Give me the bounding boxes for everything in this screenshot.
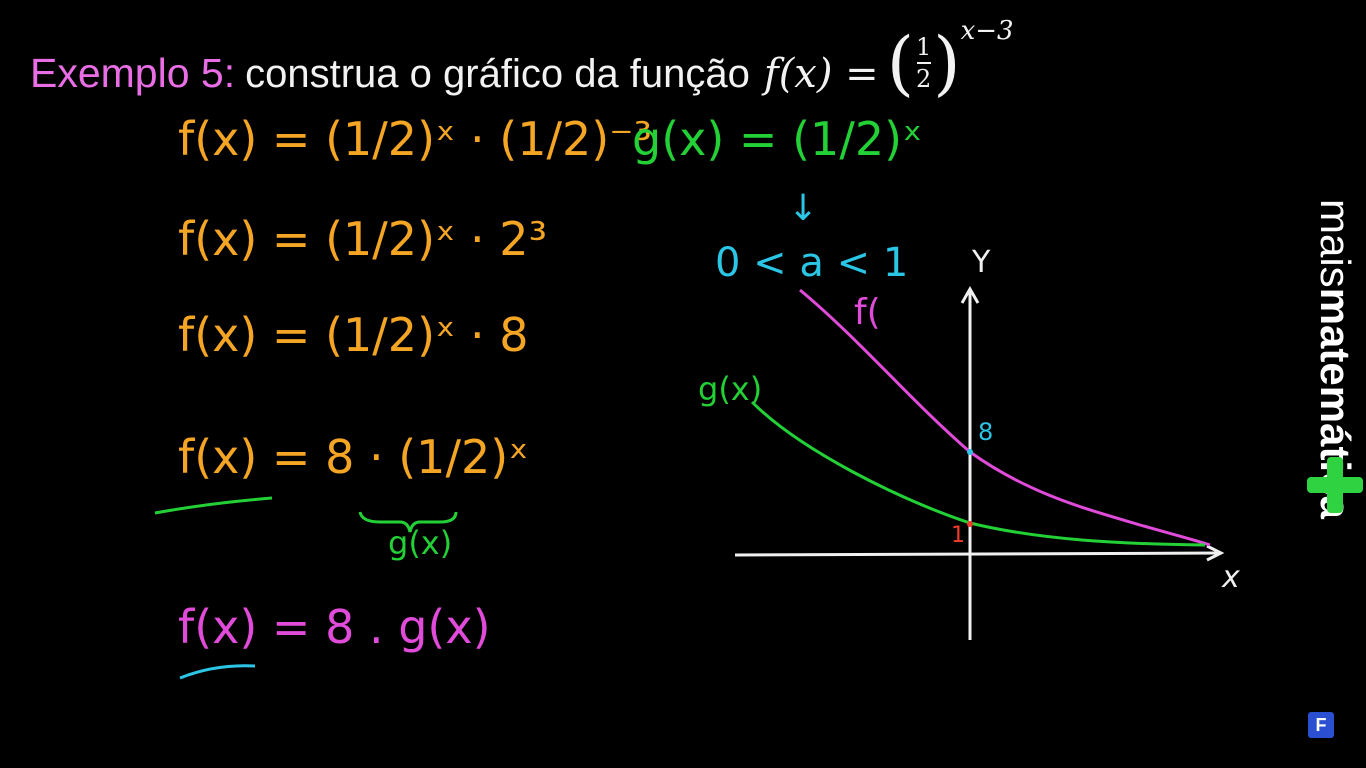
fraction-numerator: 1 [916, 33, 932, 61]
step-4-underline [154, 496, 273, 515]
underbrace [358, 511, 458, 533]
x-axis-label: x [1222, 560, 1240, 595]
function-rhs: ( 1 2 ) x−3 [886, 16, 1014, 104]
example-description: construa o gráfico da função [245, 52, 750, 96]
g-curve-label: g(x) [698, 370, 763, 408]
title-bar: Exemplo 5 : construa o gráfico da função… [30, 16, 1014, 104]
g-intercept-point [967, 521, 973, 527]
example-colon: : [223, 50, 236, 96]
fraction-denominator: 2 [916, 65, 932, 93]
step-line-3: f(x) = (1/2)ˣ · 8 [178, 308, 529, 362]
right-paren: ) [933, 22, 961, 104]
f-intercept-point [967, 449, 973, 455]
final-underline [179, 664, 256, 680]
g-intercept-label: 1 [951, 523, 965, 548]
function-lhs: f(x) = [763, 51, 879, 97]
fraction: 1 2 [916, 33, 931, 93]
x-axis [734, 551, 1221, 557]
y-axis-arrow [960, 285, 980, 304]
brand-thin: mais [1312, 199, 1359, 288]
step-line-4: f(x) = 8 · (1/2)ˣ [178, 430, 529, 484]
f-intercept-label: 8 [978, 418, 994, 446]
base-condition: 0 < a < 1 [715, 240, 909, 286]
channel-badge-icon[interactable]: F [1308, 712, 1334, 738]
example-label: Exemplo 5 [30, 50, 224, 96]
f-curve-label: f( [854, 292, 881, 333]
plus-icon [1307, 457, 1363, 513]
brand-logo: maismatemática [1300, 190, 1366, 590]
step-line-2: f(x) = (1/2)ˣ · 2³ [178, 212, 548, 266]
fraction-bar [916, 62, 931, 64]
step-line-1: f(x) = (1/2)ˣ · (1/2)⁻³ [178, 112, 652, 166]
left-paren: ( [886, 22, 915, 104]
underbrace-label: g(x) [388, 524, 453, 562]
function-exponent: x−3 [960, 16, 1014, 46]
f-curve [799, 288, 1211, 547]
down-arrow-icon: ↓ [788, 188, 819, 229]
final-equation: f(x) = 8 . g(x) [178, 600, 491, 654]
g-definition: g(x) = (1/2)ˣ [632, 112, 923, 166]
x-axis-arrow [1206, 544, 1225, 562]
y-axis-label: Y [972, 245, 991, 280]
